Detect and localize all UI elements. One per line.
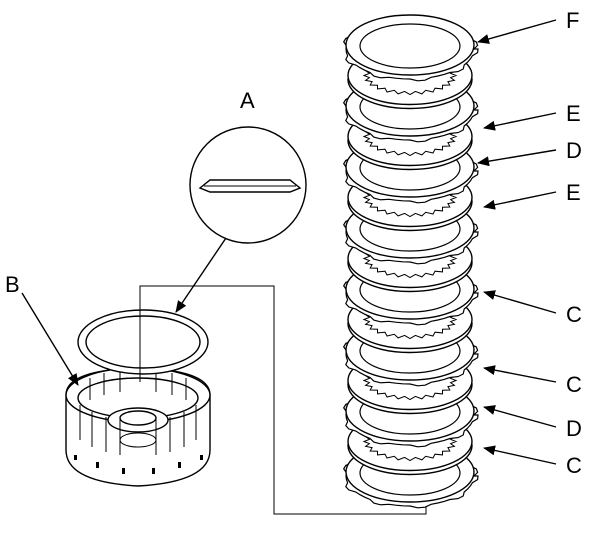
clutch-drum <box>65 367 211 487</box>
clutch-pack <box>342 14 479 509</box>
label-e-1: E <box>566 101 581 126</box>
o-ring-seal <box>77 309 209 375</box>
label-d-2: D <box>566 416 582 441</box>
label-f: F <box>566 8 579 33</box>
arrow-b <box>21 292 79 386</box>
label-d-1: D <box>566 138 582 163</box>
steel-plate-f <box>342 14 479 82</box>
label-a: A <box>240 88 255 113</box>
seal-detail-magnifier <box>189 126 307 244</box>
label-c-3: C <box>566 453 582 478</box>
label-b: B <box>5 272 20 297</box>
arrow-a <box>175 237 227 313</box>
label-e-2: E <box>566 180 581 205</box>
stack-callout-arrows <box>477 19 557 465</box>
label-c-1: C <box>566 302 582 327</box>
install-bracket <box>139 285 427 515</box>
label-c-2: C <box>566 372 582 397</box>
